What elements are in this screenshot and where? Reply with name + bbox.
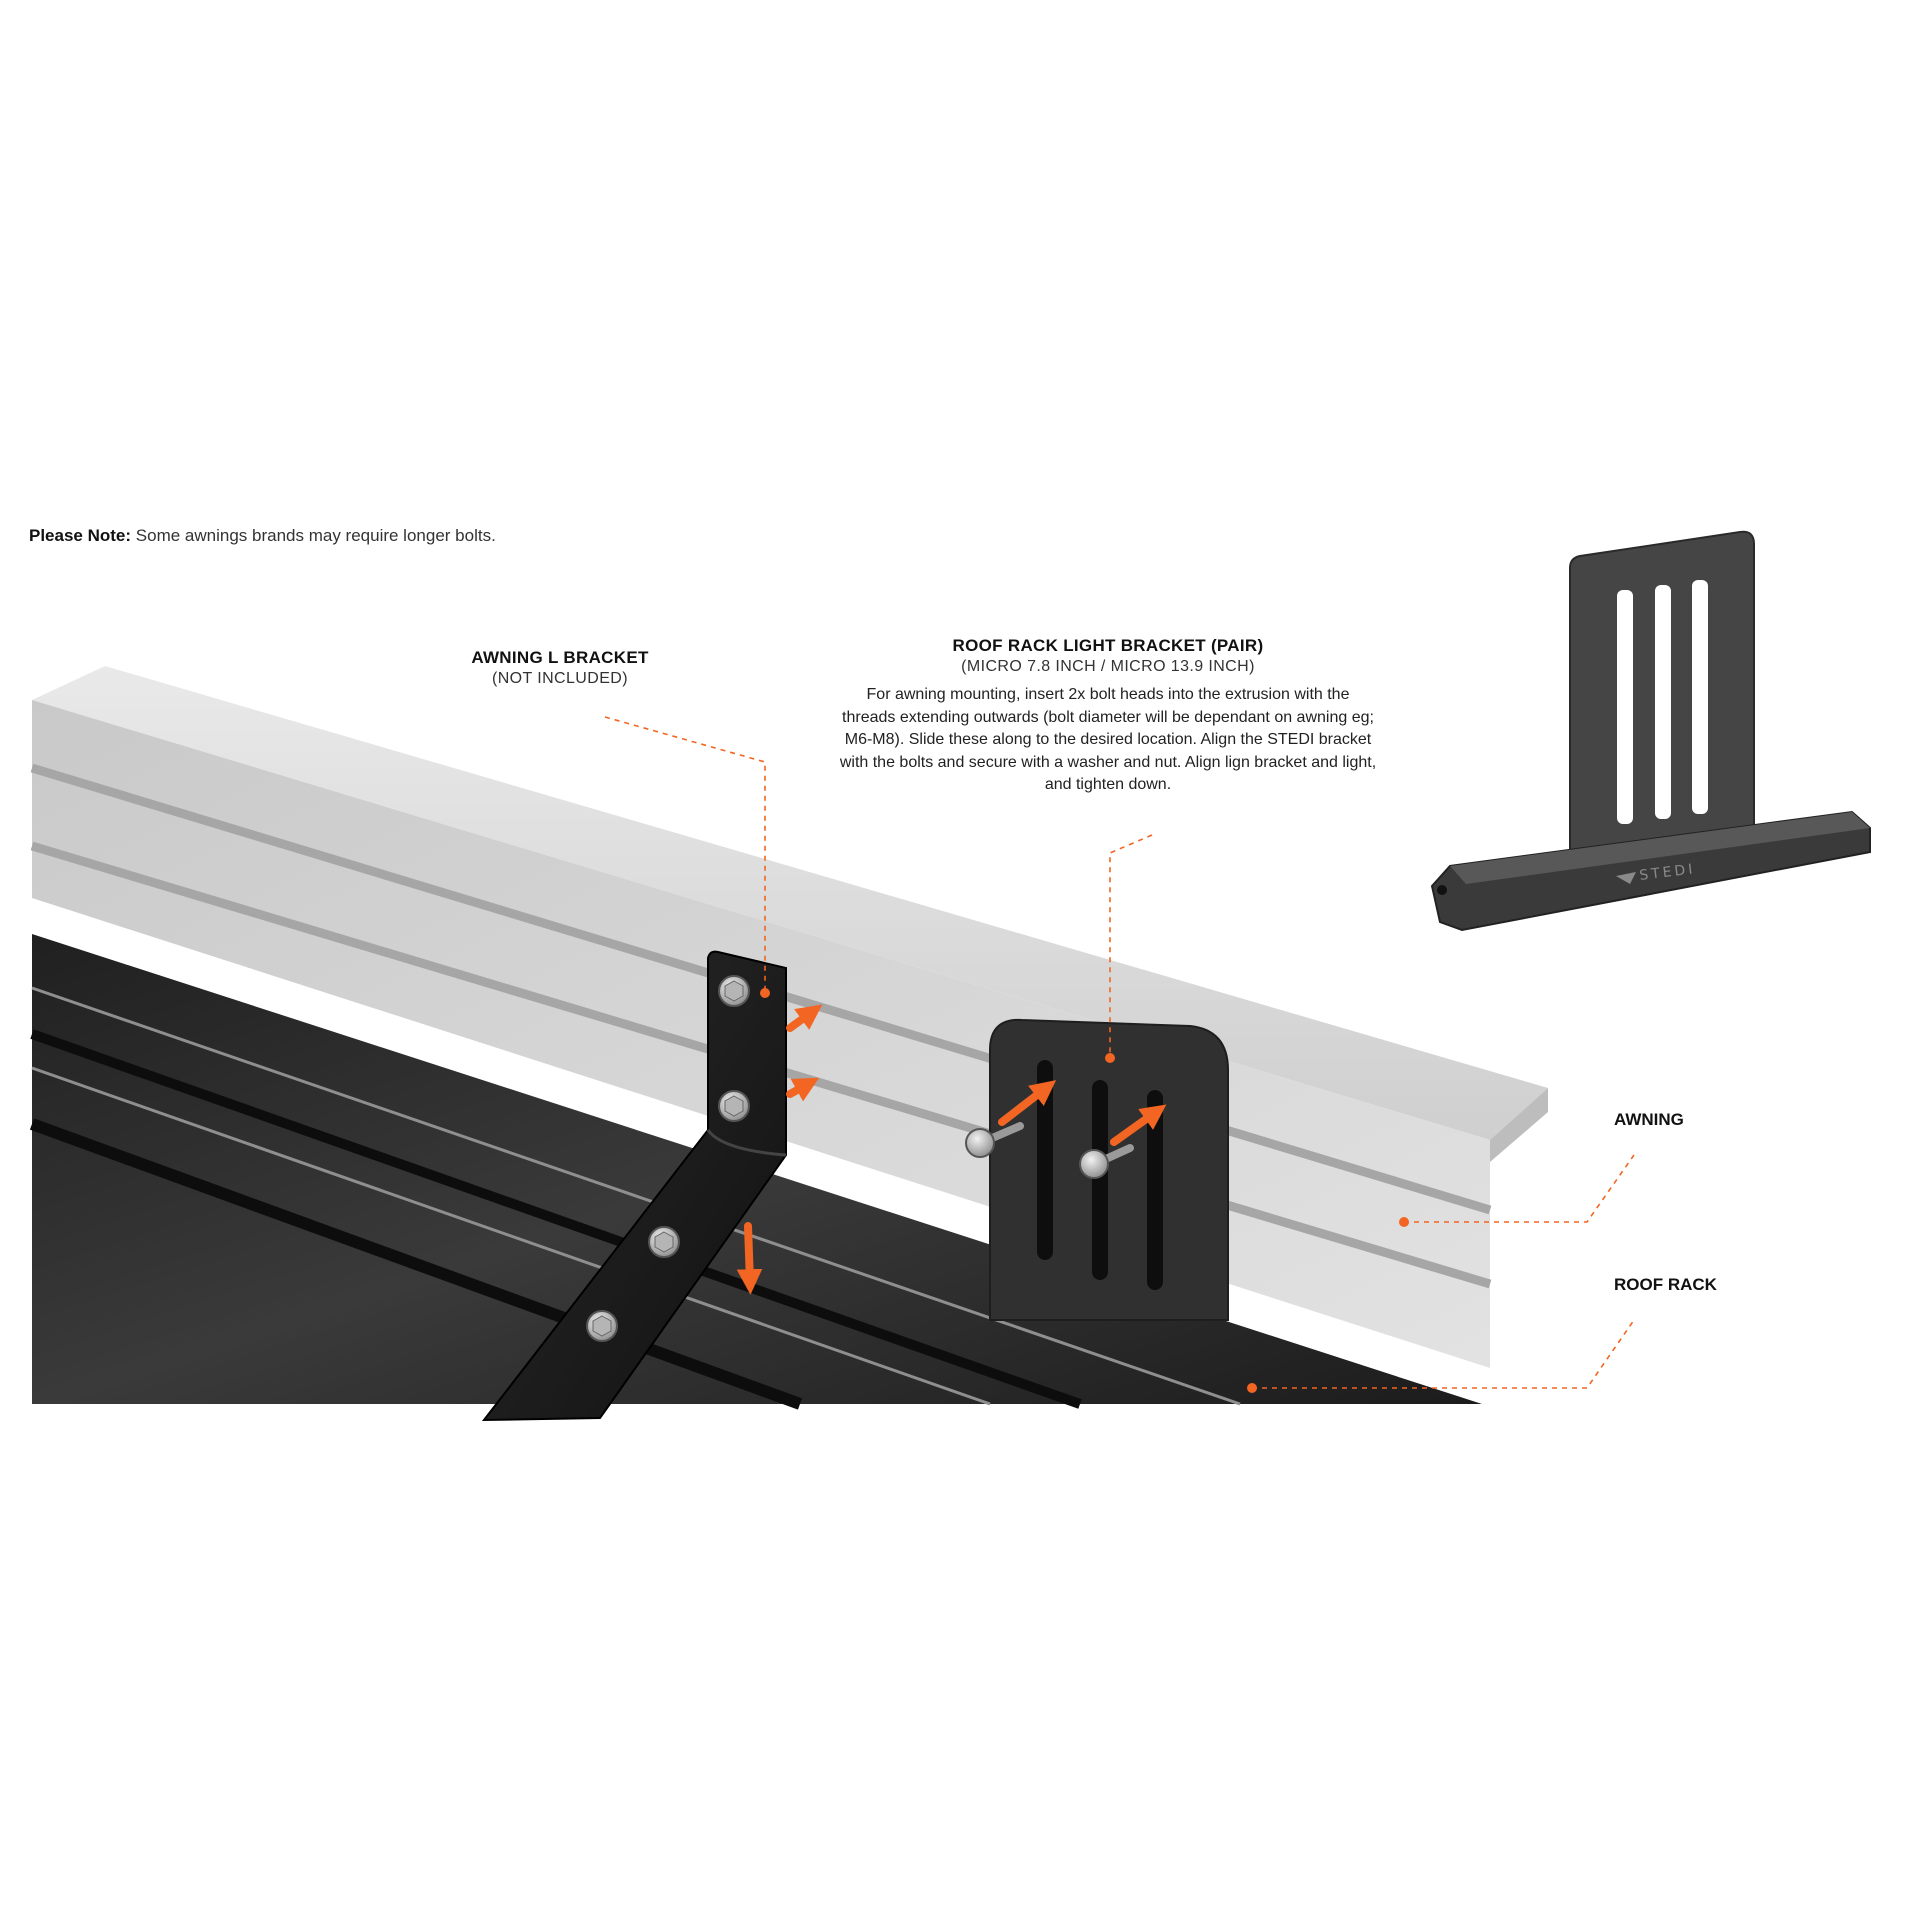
- light-bracket-slot-1: [1037, 1060, 1053, 1260]
- l-bracket-sub: (NOT INCLUDED): [492, 670, 628, 687]
- leader-awning: [1404, 1154, 1635, 1223]
- rack-rail-line-4: [29, 1118, 803, 1410]
- light-bracket-installed: [989, 1018, 1229, 1321]
- arrow-icon-bolt-2: [1110, 1104, 1167, 1146]
- dot-roof-rack: [1247, 1383, 1257, 1393]
- awning-label: AWNING: [1614, 1110, 1684, 1129]
- l-bracket-title: AWNING L BRACKET: [471, 648, 649, 667]
- arrow-icon-lb-down: [736, 1222, 763, 1295]
- dot-light-bracket: [1105, 1053, 1115, 1063]
- l-bracket-body: [481, 950, 787, 1422]
- leader-roof-rack: [1252, 1319, 1635, 1389]
- stedi-logo-icon: [1616, 872, 1636, 884]
- light-bracket-sub: (MICRO 7.8 INCH / MICRO 13.9 INCH): [961, 658, 1255, 675]
- bracket-product-slot-2: [1655, 585, 1671, 819]
- bolt-light-bracket-2: [1079, 1144, 1134, 1179]
- please-note-text: Some awnings brands may require longer b…: [131, 526, 496, 545]
- rack-rail-line-3: [31, 1066, 991, 1406]
- direction-arrows: [736, 1004, 1167, 1295]
- leader-lines: [604, 716, 1635, 1389]
- l-bracket-bend-edge: [706, 1129, 787, 1157]
- bracket-product-slot-3: [1692, 580, 1708, 814]
- light-bracket-title: ROOF RACK LIGHT BRACKET (PAIR): [952, 636, 1264, 655]
- arrow-icon-bolt-1: [998, 1080, 1057, 1126]
- light-bracket-slot-2: [1092, 1080, 1108, 1280]
- bolt-lbracket-3: [648, 1226, 680, 1258]
- bolt-lbracket-2: [718, 1090, 750, 1122]
- bolt-lbracket-4: [586, 1310, 618, 1342]
- bracket-product-image: STEDI: [1430, 530, 1871, 932]
- bracket-product-slot-1: [1617, 590, 1633, 824]
- light-bracket-label: ROOF RACK LIGHT BRACKET (PAIR) (MICRO 7.…: [898, 636, 1318, 676]
- dot-l-bracket: [760, 988, 770, 998]
- bolt-light-bracket-1: [965, 1122, 1024, 1158]
- awning-top-face: [32, 666, 1548, 1140]
- bolts: [586, 975, 1134, 1342]
- arrow-icon-lb-upper: [786, 1004, 823, 1032]
- please-note-prefix: Please Note:: [29, 526, 132, 545]
- l-bracket-label: AWNING L BRACKET (NOT INCLUDED): [440, 648, 680, 688]
- arrow-icon-lb-middle: [786, 1077, 820, 1102]
- awning-l-bracket: [481, 950, 787, 1422]
- leader-dots: [760, 988, 1409, 1393]
- bracket-product-hole: [1437, 885, 1447, 895]
- dot-awning: [1399, 1217, 1409, 1227]
- please-note: Please Note: Some awnings brands may req…: [29, 526, 496, 546]
- bracket-product-base-top: [1450, 812, 1870, 884]
- light-bracket-plate: [989, 1018, 1229, 1321]
- light-bracket-slot-3: [1147, 1090, 1163, 1290]
- stedi-logo-text: STEDI: [1639, 861, 1697, 884]
- bolt-lbracket-1: [718, 975, 750, 1007]
- awning-end-face: [1490, 1088, 1548, 1162]
- light-bracket-description: For awning mounting, insert 2x bolt head…: [839, 686, 1377, 793]
- roof-rack-label: ROOF RACK: [1614, 1275, 1717, 1294]
- rack-rail-line-1: [31, 986, 1241, 1406]
- rack-rail-line-2: [30, 1029, 1082, 1409]
